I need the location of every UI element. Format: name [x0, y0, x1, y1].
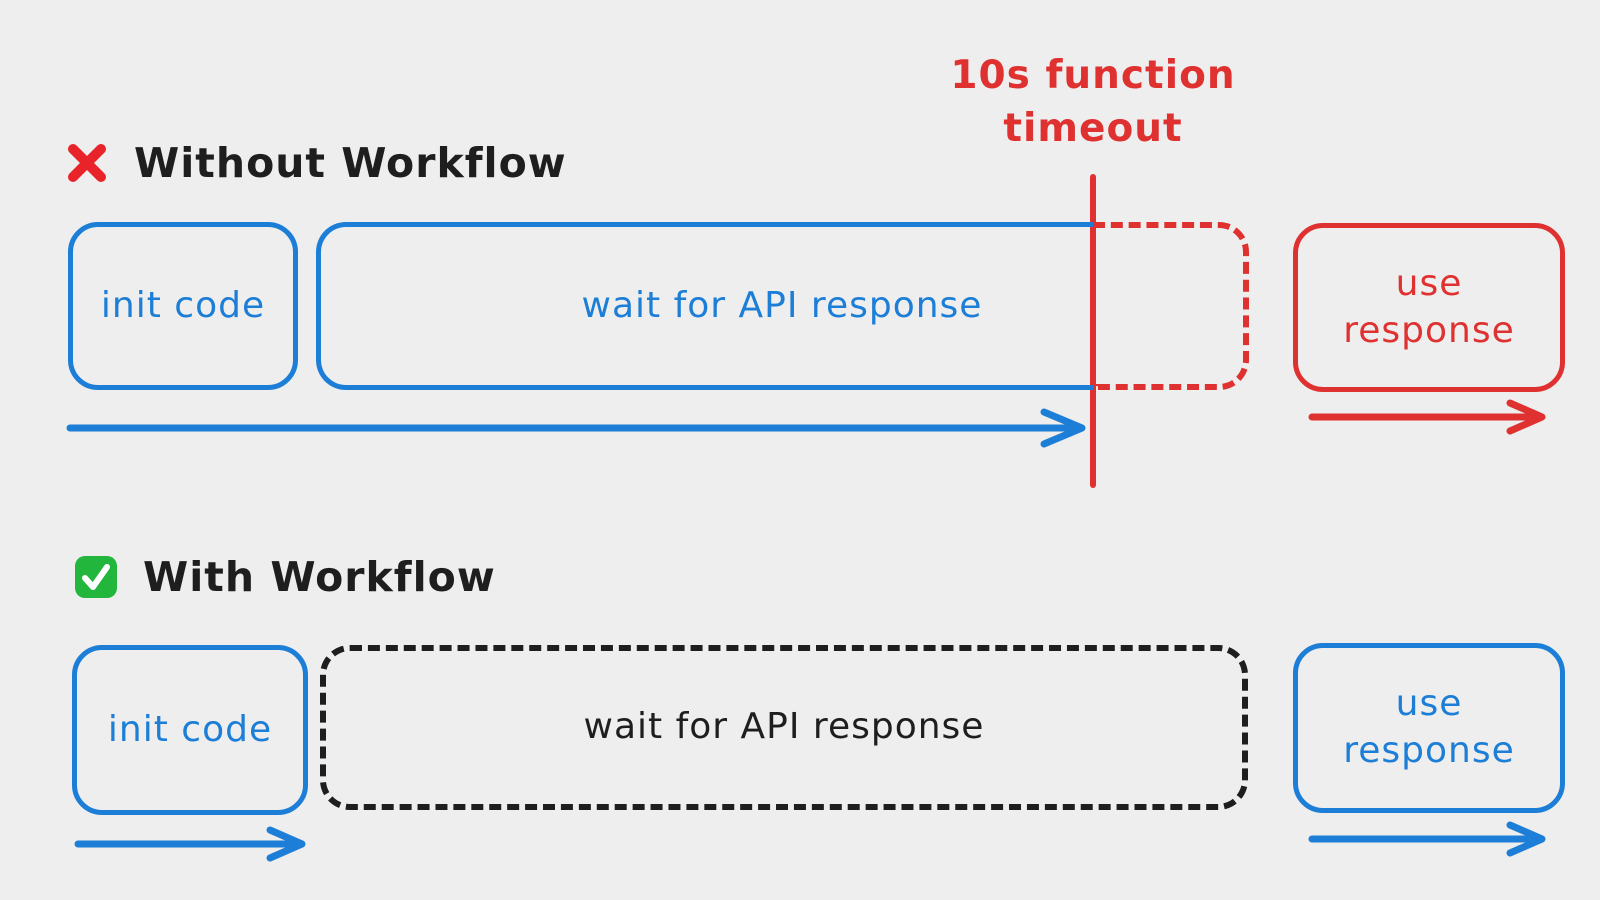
with-wait-label: wait for API response: [583, 706, 985, 748]
with-use-response-box: use response: [1293, 643, 1565, 813]
without-use-response-arrow: [1304, 395, 1560, 439]
without-use-response-line1: use: [1395, 262, 1463, 304]
cross-mark-icon: [64, 140, 110, 186]
with-use-response-line2: response: [1343, 730, 1515, 771]
with-workflow-header: With Workflow: [73, 553, 496, 601]
without-workflow-header: Without Workflow: [64, 139, 567, 187]
with-use-response-line1: use: [1395, 683, 1463, 725]
without-use-response-box: use response: [1293, 223, 1565, 392]
timeout-line: [1090, 174, 1096, 488]
without-wait-label: wait for API response: [581, 284, 983, 326]
with-wait-box: wait for API response: [320, 645, 1248, 810]
with-init-arrow: [68, 821, 320, 867]
without-workflow-title: Without Workflow: [134, 139, 567, 187]
timeout-label-line1: 10s function: [950, 53, 1236, 98]
without-init-code-box: init code: [68, 222, 298, 390]
without-use-response-line2: response: [1343, 309, 1515, 351]
without-wait-box: [316, 222, 1093, 390]
section-with-workflow: With Workflow init code wait for API res…: [0, 520, 1600, 900]
section-without-workflow: Without Workflow 10s function timeout in…: [60, 50, 1565, 488]
without-timeline-arrow: [60, 404, 1100, 452]
with-init-code-label: init code: [107, 708, 273, 750]
without-init-code-label: init code: [100, 284, 266, 326]
with-init-code-box: init code: [72, 645, 308, 815]
timeout-label: 10s function timeout: [933, 50, 1253, 155]
without-wait-label-wrap: wait for API response: [316, 222, 1248, 390]
with-workflow-title: With Workflow: [143, 553, 496, 601]
without-use-response-label: use response: [1343, 261, 1515, 355]
timeout-overrun-dashed-box: [1093, 222, 1249, 390]
with-use-response-arrow: [1304, 816, 1560, 862]
timeout-label-line2: timeout: [1003, 105, 1183, 151]
with-use-response-label: use response: [1343, 681, 1515, 775]
check-mark-icon: [73, 554, 119, 600]
